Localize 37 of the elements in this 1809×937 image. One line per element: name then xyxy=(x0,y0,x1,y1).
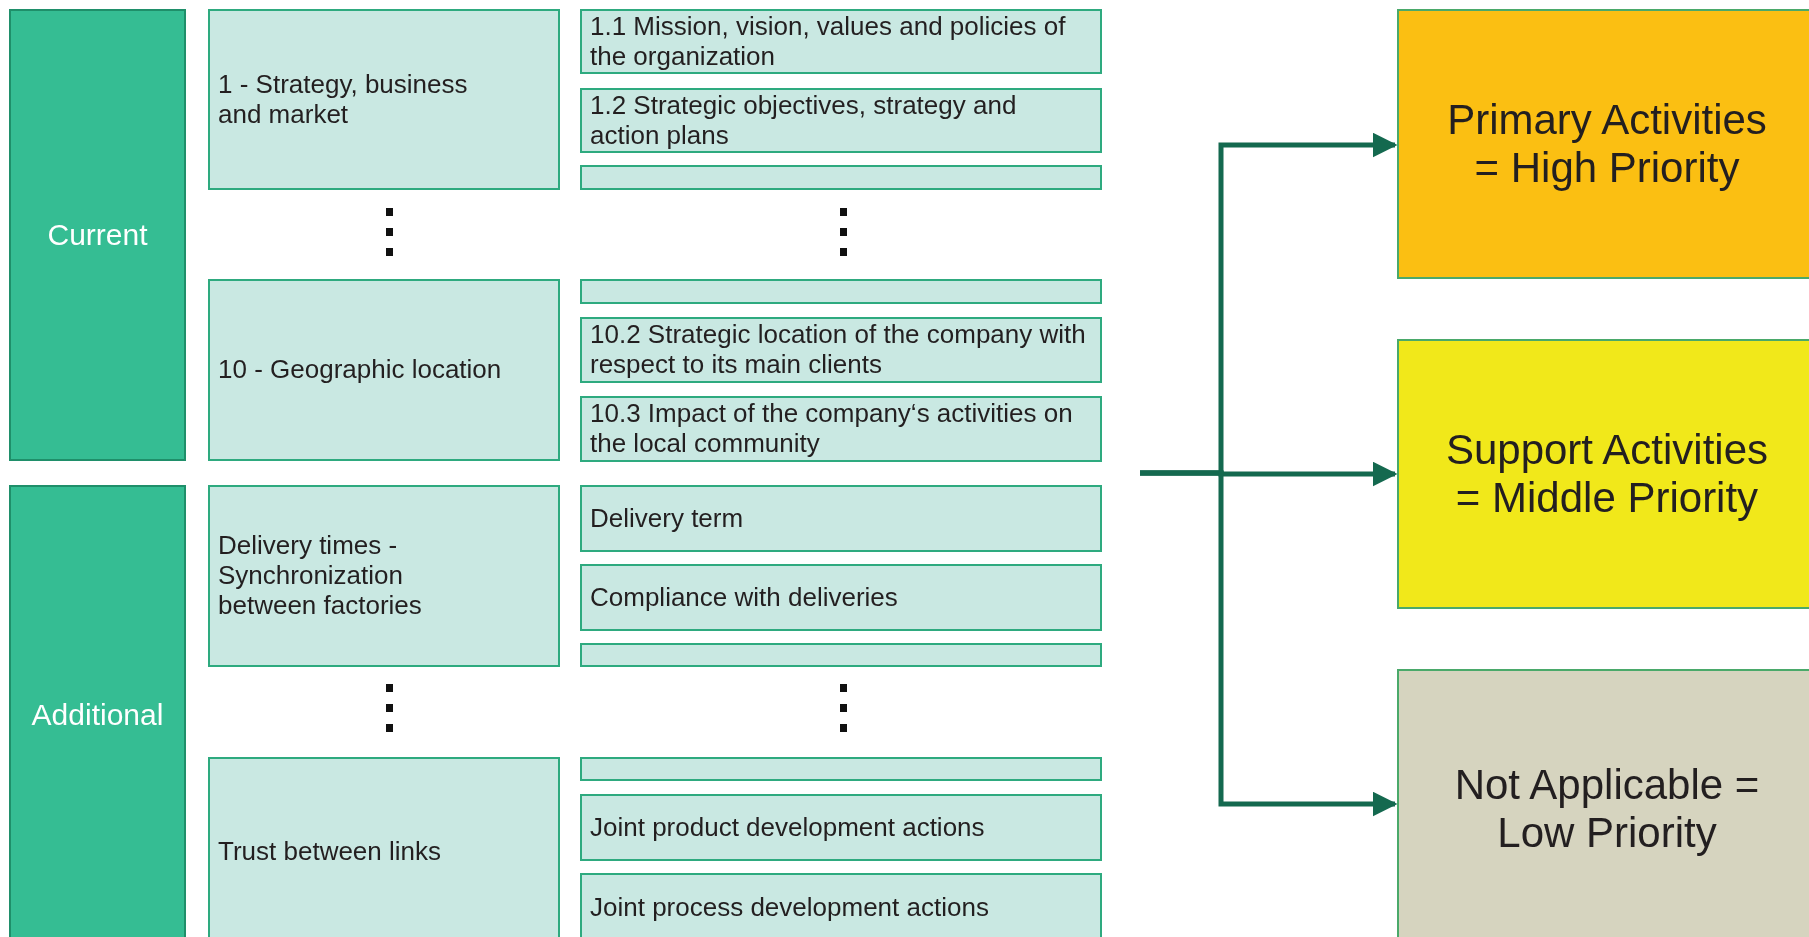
subcriterion-box xyxy=(580,564,1102,631)
criterion-box xyxy=(208,485,560,667)
criterion-text: Delivery term xyxy=(590,503,744,534)
empty-box xyxy=(580,757,1102,781)
criterion-box xyxy=(208,279,560,461)
criterion-text: Compliance with deliveries xyxy=(590,582,898,613)
subcriterion-box xyxy=(580,396,1102,462)
priority-box xyxy=(1397,669,1809,937)
priority-label: Support Activities = Middle Priority xyxy=(1444,425,1770,523)
group-label: Current xyxy=(47,217,148,253)
group-label-box xyxy=(9,9,186,461)
criterion-box xyxy=(208,757,560,937)
criterion-text: 10.2 Strategic location of the company with respect to its main clients xyxy=(590,320,1087,380)
subcriterion-box xyxy=(580,88,1102,153)
group-label-box xyxy=(9,485,186,937)
empty-box xyxy=(580,279,1102,304)
priority-label: Primary Activities = High Priority xyxy=(1446,95,1768,193)
subcriterion-box xyxy=(580,873,1102,937)
group-label: Additional xyxy=(31,697,164,733)
priority-box xyxy=(1397,9,1809,279)
empty-box xyxy=(580,165,1102,190)
subcriterion-box xyxy=(580,794,1102,861)
criterion-text: Joint process development actions xyxy=(590,893,989,923)
criterion-text: 10.3 Impact of the company‘s activities on the local community xyxy=(590,399,1074,459)
criterion-text: 1.2 Strategic objectives, strategy and action plans xyxy=(590,90,1018,151)
criterion-text: 1.1 Mission, vision, values and policies of the organization xyxy=(590,11,1067,72)
criterion-text: Joint product development actions xyxy=(590,812,985,843)
criterion-text: 1 - Strategy, business and market xyxy=(218,69,469,130)
empty-box xyxy=(580,643,1102,667)
criterion-text: 10 - Geographic location xyxy=(218,355,502,385)
priority-label: Not Applicable = Low Priority xyxy=(1453,760,1761,858)
criterion-box xyxy=(208,9,560,190)
criterion-text: Delivery times - Synchronization between factories xyxy=(218,531,423,621)
priority-box xyxy=(1397,339,1809,609)
arrow xyxy=(1140,470,1398,817)
subcriterion-box xyxy=(580,485,1102,552)
criterion-text: Trust between links xyxy=(218,837,442,867)
